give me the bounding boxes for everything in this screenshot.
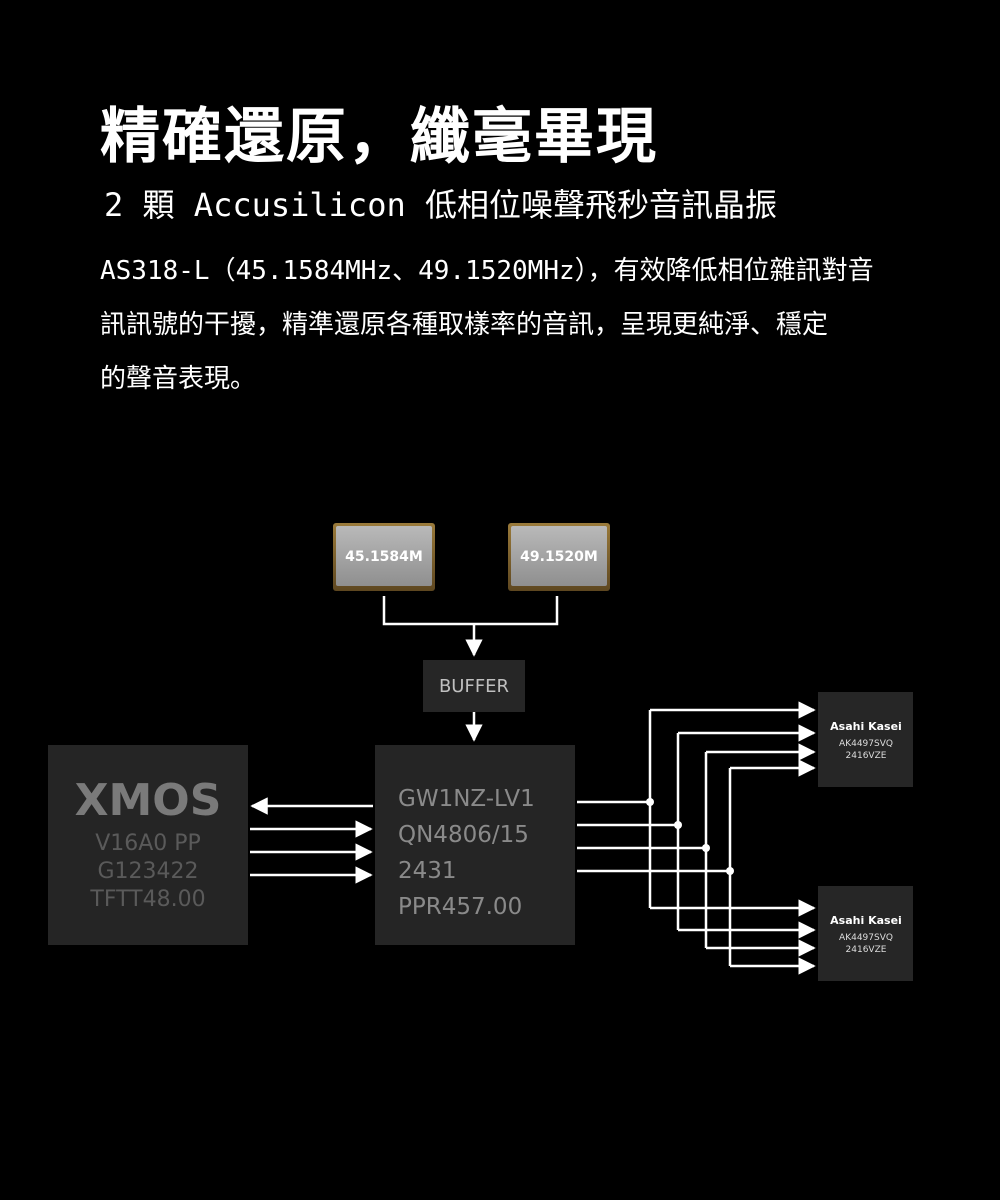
xmos-line: G123422 <box>97 859 198 884</box>
xmos-line: V16A0 PP <box>95 831 201 856</box>
headline: 精確還原，纖毫畢現 <box>100 102 658 172</box>
dac-top-brand: Asahi Kasei <box>830 720 902 733</box>
junction-dots <box>646 798 734 875</box>
fpga-line: 2431 <box>398 858 457 884</box>
subheadline: 2 顆 Accusilicon 低相位噪聲飛秒音訊晶振 <box>104 186 777 224</box>
dac-chip-top: Asahi Kasei AK4497SVQ 2416VZE <box>818 692 913 787</box>
xmos-chip: XMOS V16A0 PP G123422 TFTT48.00 <box>48 745 248 945</box>
dac-bottom-code: 2416VZE <box>846 945 887 955</box>
buffer-label: BUFFER <box>439 676 509 697</box>
crystal-to-buffer-connector <box>382 596 559 657</box>
buffer-block: BUFFER <box>423 660 525 712</box>
crystal-oscillator-2: 49.1520M <box>508 523 610 591</box>
xmos-line: TFTT48.00 <box>89 887 205 912</box>
fpga-line: GW1NZ-LV1 <box>398 786 535 812</box>
fpga-line: PPR457.00 <box>398 894 522 920</box>
crystal-2-label: 49.1520M <box>520 549 598 565</box>
xmos-fpga-bus <box>250 797 373 884</box>
body-line: AS318-L（45.1584MHz、49.1520MHz），有效降低相位雜訊對… <box>100 256 874 286</box>
xmos-logo: XMOS <box>75 775 222 826</box>
body-line: 訊訊號的干擾，精準還原各種取樣率的音訊，呈現更純淨、穩定 <box>100 310 829 340</box>
crystal-oscillator-1: 45.1584M <box>333 523 435 591</box>
fpga-line: QN4806/15 <box>398 822 529 848</box>
body-paragraph: AS318-L（45.1584MHz、49.1520MHz），有效降低相位雜訊對… <box>100 244 910 406</box>
crystal-1-label: 45.1584M <box>345 549 423 565</box>
fpga-chip: GW1NZ-LV1 QN4806/15 2431 PPR457.00 <box>375 745 575 945</box>
dac-top-code: 2416VZE <box>846 751 887 761</box>
dac-top-part: AK4497SVQ <box>839 739 893 749</box>
dac-chip-bottom: Asahi Kasei AK4497SVQ 2416VZE <box>818 886 913 981</box>
body-line: 的聲音表現。 <box>100 364 257 394</box>
dac-bottom-part: AK4497SVQ <box>839 933 893 943</box>
fpga-dac-routing <box>577 701 816 975</box>
dac-bottom-brand: Asahi Kasei <box>830 914 902 927</box>
